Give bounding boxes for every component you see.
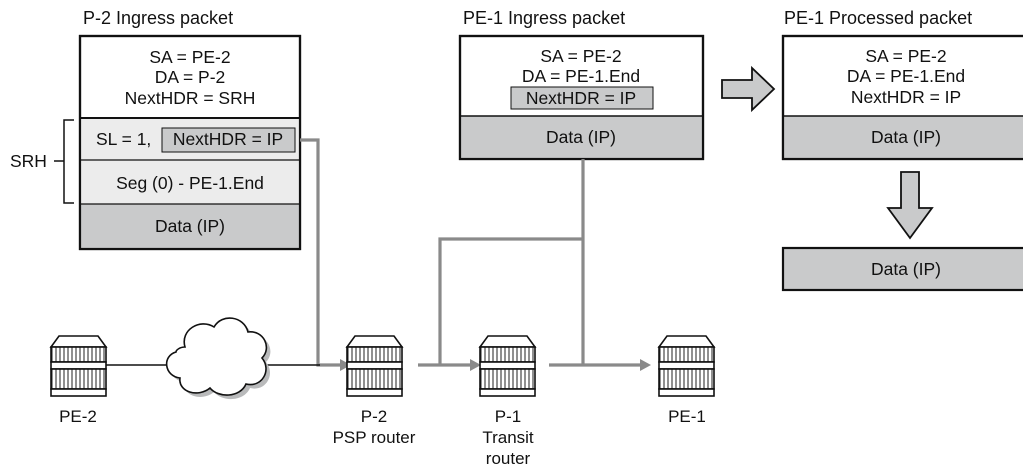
path-arrow-icon	[640, 359, 651, 371]
router-p2-icon	[346, 335, 403, 397]
srh-label: SRH	[10, 151, 47, 171]
packet-path-lines	[300, 138, 651, 371]
p2-packet-title: P-2 Ingress packet	[83, 8, 233, 28]
pe1-ingress-packet: SA = PE-2 DA = PE-1.End NextHDR = IP Dat…	[458, 34, 705, 161]
router-p1-icon	[479, 335, 536, 397]
p2-srh-nexthdr: NextHDR = IP	[173, 129, 283, 149]
router-pe1-icon	[658, 335, 715, 397]
device-label-p2: P-2	[361, 407, 387, 426]
pe1-ingress-da: DA = PE-1.End	[522, 66, 640, 86]
router-pe2-icon	[50, 335, 107, 397]
arrow-down-icon	[886, 171, 934, 240]
p2-sl: SL = 1,	[96, 129, 151, 149]
p2-srh-seg-cell	[81, 160, 299, 204]
pe1-result-data-label: Data (IP)	[871, 259, 941, 279]
device-label-pe2: PE-2	[59, 407, 97, 426]
pe1-ingress-nexthdr: NextHDR = IP	[526, 88, 636, 108]
pe1-processed-sa: SA = PE-2	[865, 46, 946, 66]
arrow-right-icon	[721, 65, 776, 113]
device-role-p2: PSP router	[333, 428, 416, 447]
pe1-ingress-sa: SA = PE-2	[540, 46, 621, 66]
p2-sa: SA = PE-2	[149, 47, 230, 67]
pe1-result-data: Data (IP)	[781, 246, 1023, 292]
p2-seg: Seg (0) - PE-1.End	[116, 173, 264, 193]
p2-nexthdr: NextHDR = SRH	[125, 88, 256, 108]
pe1-processed-da: DA = PE-1.End	[847, 66, 965, 86]
path-arrow-icon	[470, 359, 481, 371]
p2-packet: SA = PE-2 DA = P-2 NextHDR = SRH SL = 1,…	[78, 34, 302, 251]
p2-srh-nexthdr-highlight	[161, 127, 296, 153]
pe1-processed-packet: SA = PE-2 DA = PE-1.End NextHDR = IP Dat…	[781, 34, 1023, 161]
p2-data-cell	[81, 204, 299, 248]
device-label-p1: P-1	[495, 407, 521, 426]
srh-bracket: SRH	[10, 119, 74, 204]
p2-data: Data (IP)	[155, 216, 225, 236]
p2-da: DA = P-2	[155, 67, 226, 87]
device-role-p1-line1: Transit	[482, 428, 534, 447]
pe1-processed-title: PE-1 Processed packet	[784, 8, 972, 28]
device-role-p1-line2: router	[486, 449, 531, 468]
pe1-ingress-title: PE-1 Ingress packet	[463, 8, 625, 28]
pe1-ingress-data-cell	[461, 116, 702, 158]
network-cloud-icon	[165, 317, 271, 400]
pe1-ingress-data: Data (IP)	[546, 127, 616, 147]
path-arrow-icon	[340, 359, 351, 371]
device-label-pe1: PE-1	[668, 407, 706, 426]
pe1-processed-nexthdr: NextHDR = IP	[851, 87, 961, 107]
pe1-processed-data: Data (IP)	[871, 127, 941, 147]
pe1-ingress-nexthdr-highlight	[510, 86, 654, 110]
pe1-processed-data-cell	[784, 116, 1023, 158]
